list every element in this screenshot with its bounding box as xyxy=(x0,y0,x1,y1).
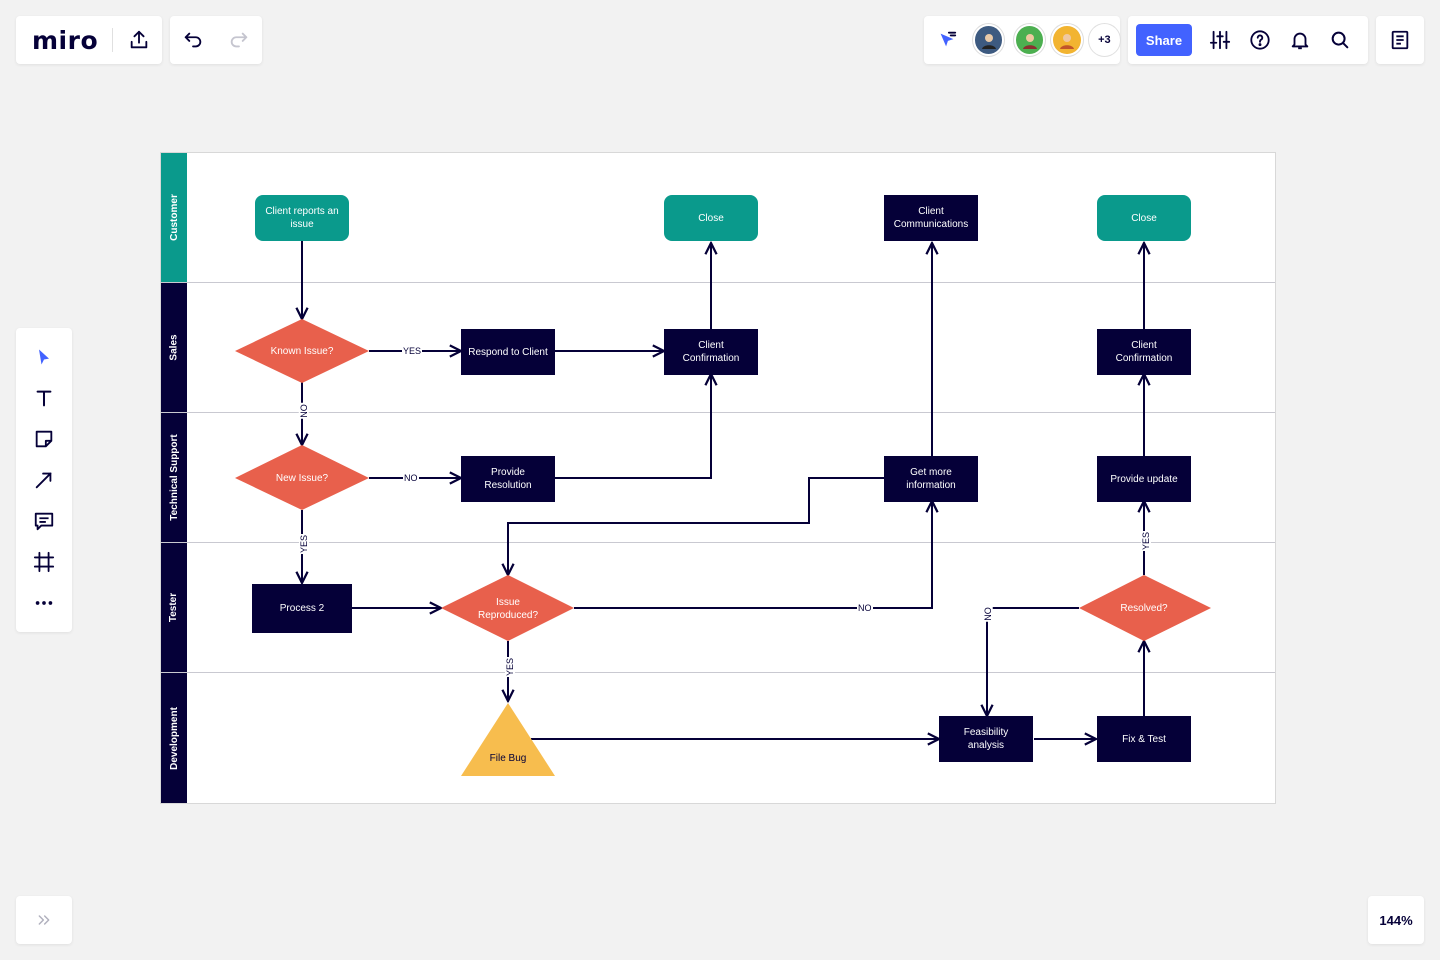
decision-diamond xyxy=(235,319,369,383)
node-close[interactable]: Close xyxy=(664,195,758,241)
connector xyxy=(508,477,884,575)
more-collaborators-badge[interactable]: +3 xyxy=(1088,24,1121,56)
frame-icon[interactable] xyxy=(24,542,64,582)
decision-diamond xyxy=(1079,575,1211,641)
node-client-communications[interactable]: Client Communications xyxy=(884,195,978,241)
edge-label-no: NO xyxy=(298,403,309,419)
edge-label-yes: YES xyxy=(299,533,310,555)
comment-icon[interactable] xyxy=(24,501,64,541)
miro-logo[interactable]: miro xyxy=(32,25,99,55)
connector xyxy=(574,501,932,609)
notes-icon[interactable] xyxy=(1380,20,1420,60)
node-issue-reproduced[interactable]: Issue Reproduced? xyxy=(477,597,539,621)
lane-header: Development xyxy=(161,673,187,803)
node-close[interactable]: Close xyxy=(1097,195,1191,241)
node-client-confirmation[interactable]: Client Confirmation xyxy=(1097,329,1191,375)
sticky-note-icon[interactable] xyxy=(24,419,64,459)
chevron-double-right-icon[interactable] xyxy=(24,900,64,940)
node-process-2[interactable]: Process 2 xyxy=(252,584,352,633)
node-feasibility-analysis[interactable]: Feasibility analysis xyxy=(939,716,1033,762)
lane-header: Tester xyxy=(161,543,187,672)
notification-bell-icon[interactable] xyxy=(1280,20,1320,60)
lane-header: Sales xyxy=(161,283,187,412)
avatar[interactable] xyxy=(1051,24,1083,56)
node-fix-and-test[interactable]: Fix & Test xyxy=(1097,716,1191,762)
left-toolbar xyxy=(16,328,72,632)
swimlane-board[interactable]: Customer Sales Technical Support Tester … xyxy=(160,152,1276,804)
more-icon[interactable] xyxy=(24,583,64,623)
undo-redo-panel xyxy=(170,16,262,64)
connector xyxy=(987,607,1079,716)
decision-diamond xyxy=(441,575,574,641)
avatar[interactable] xyxy=(1014,24,1046,56)
text-icon[interactable] xyxy=(24,378,64,418)
edge-label-no: NO xyxy=(857,603,873,613)
node-client-confirmation[interactable]: Client Confirmation xyxy=(664,329,758,375)
connector xyxy=(554,374,711,479)
divider xyxy=(112,28,114,52)
node-new-issue[interactable]: New Issue? xyxy=(275,472,329,484)
node-resolved[interactable]: Resolved? xyxy=(1120,602,1168,614)
edge-label-yes: YES xyxy=(1141,530,1152,552)
cursor-tracking-icon[interactable] xyxy=(928,20,967,60)
lane-development: Development xyxy=(161,673,1275,803)
settings-sliders-icon[interactable] xyxy=(1200,20,1240,60)
export-icon[interactable] xyxy=(119,20,159,60)
expand-panel xyxy=(16,896,72,944)
share-tools-panel: Share xyxy=(1128,16,1368,64)
zoom-level[interactable]: 144% xyxy=(1368,896,1424,944)
collaborators-panel: +3 xyxy=(924,16,1121,64)
undo-icon[interactable] xyxy=(173,20,213,60)
notes-panel xyxy=(1376,16,1424,64)
redo-icon[interactable] xyxy=(219,20,259,60)
lane-sales: Sales xyxy=(161,283,1275,413)
share-button[interactable]: Share xyxy=(1136,24,1192,56)
node-respond-to-client[interactable]: Respond to Client xyxy=(461,329,555,375)
logo-panel: miro xyxy=(16,16,162,64)
avatar[interactable] xyxy=(972,24,1005,56)
node-get-more-information[interactable]: Get more information xyxy=(884,456,978,502)
node-client-reports[interactable]: Client reports an issue xyxy=(255,195,349,241)
line-icon[interactable] xyxy=(24,460,64,500)
edge-label-yes: YES xyxy=(505,656,516,678)
select-icon[interactable] xyxy=(24,337,64,377)
search-icon[interactable] xyxy=(1320,20,1360,60)
edge-label-no: NO xyxy=(403,473,419,483)
decision-diamond xyxy=(235,445,369,510)
node-known-issue[interactable]: Known Issue? xyxy=(270,345,334,357)
lane-tester: Tester xyxy=(161,543,1275,673)
edge-label-no: NO xyxy=(982,606,993,622)
lane-header: Customer xyxy=(161,153,187,282)
lane-header: Technical Support xyxy=(161,413,187,542)
node-file-bug[interactable]: File Bug xyxy=(489,752,527,764)
lane-customer: Customer xyxy=(161,153,1275,283)
connectors xyxy=(235,241,1211,776)
help-icon[interactable] xyxy=(1240,20,1280,60)
node-provide-resolution[interactable]: Provide Resolution xyxy=(461,456,555,502)
file-bug-triangle xyxy=(461,703,555,776)
lane-technical-support: Technical Support xyxy=(161,413,1275,543)
edge-label-yes: YES xyxy=(402,346,423,356)
node-provide-update[interactable]: Provide update xyxy=(1097,456,1191,502)
